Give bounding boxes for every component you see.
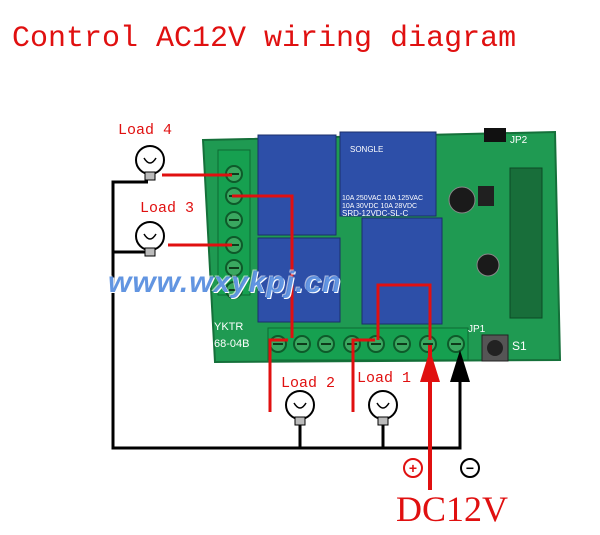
red-wire-load4-relay: [232, 194, 294, 338]
board-model-number: 68-04B: [214, 338, 249, 350]
black-common-wire: [111, 180, 462, 450]
power-supply-label: DC12V: [396, 489, 509, 529]
plus-icon: +: [403, 458, 423, 478]
red-wire-load2: [268, 338, 288, 412]
bulb-icon: [135, 221, 165, 257]
minus-icon: −: [460, 458, 480, 478]
relay-rating-2: 10A 30VDC 10A 28VDC: [342, 203, 417, 210]
load-4-label: Load 4: [118, 122, 173, 139]
s1-button-cap: [487, 340, 503, 356]
plus-symbol: +: [409, 460, 417, 476]
bulb-icon: [368, 390, 398, 426]
board-model-name: YKTR: [214, 321, 243, 333]
relay-2: [339, 131, 437, 217]
left-screw-terminals: [225, 165, 243, 299]
jp2-jumper: [484, 128, 506, 142]
relay-1: [257, 134, 337, 236]
relay-rating-1: 10A 250VAC 10A 125VAC: [342, 195, 423, 202]
transistor: [478, 186, 494, 206]
minus-symbol: −: [466, 460, 474, 476]
capacitor: [448, 186, 476, 214]
bulb-icon: [135, 145, 165, 181]
positive-arrow: [420, 350, 440, 382]
diagram-title: Control AC12V wiring diagram: [12, 22, 517, 56]
red-wire-relay-common: [376, 283, 432, 340]
red-wire-load1: [351, 338, 375, 412]
relay-board: [201, 128, 562, 364]
s1-label: S1: [512, 339, 527, 353]
load-1-label: Load 1: [357, 370, 412, 387]
load-3-label: Load 3: [140, 200, 195, 217]
jp1-label: JP1: [468, 324, 486, 335]
jp2-label: JP2: [510, 135, 528, 146]
capacitor: [476, 253, 500, 277]
relay-3: [257, 237, 341, 323]
negative-arrow: [450, 350, 470, 382]
relay-brand: SONGLE: [350, 145, 383, 154]
load-2-label: Load 2: [281, 375, 336, 392]
rf-module: [509, 167, 543, 319]
watermark-url: www.wxykpj.cn: [108, 266, 342, 299]
bulb-icon: [285, 390, 315, 426]
relay-model: SRD-12VDC-SL-C: [342, 209, 408, 218]
